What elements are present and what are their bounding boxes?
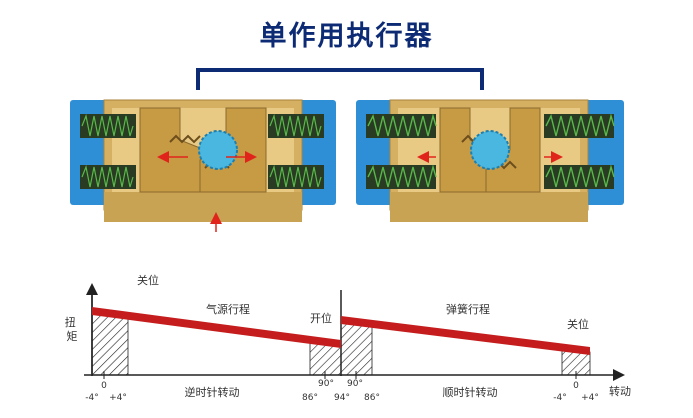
pinion-gear	[198, 130, 238, 170]
tick-bottom-0: -4°	[85, 393, 98, 403]
hatch-zone-open-right	[340, 319, 373, 376]
springs-left-side	[80, 113, 136, 189]
diagram-title: 单作用执行器	[259, 21, 434, 52]
tick-bottom-4: 86°	[364, 393, 380, 403]
tick-bottom-1: +4°	[109, 393, 127, 403]
body-base	[390, 192, 588, 222]
label-spring-stroke: 弹簧行程	[446, 302, 490, 316]
springs-right-side	[268, 113, 324, 189]
tick-top-2: 90°	[347, 379, 363, 389]
torque-graph: 关位 气源行程 开位 弹簧行程 关位 扭 矩 0 90° 90° 0 -4° +…	[65, 273, 631, 403]
label-cw: 顺时针转动	[443, 385, 498, 399]
tick-bottom-3: 94°	[334, 393, 350, 403]
y-axis-label: 扭 矩	[65, 315, 80, 343]
tick-bottom-5: -4°	[553, 393, 566, 403]
label-air-stroke: 气源行程	[206, 302, 250, 316]
tick-top-0: 0	[101, 381, 107, 391]
title-bracket	[196, 68, 484, 90]
tick-bottom-6: +4°	[581, 393, 599, 403]
actuator-right	[356, 99, 624, 222]
springs-left-side	[366, 113, 437, 189]
label-ccw: 逆时针转动	[185, 385, 240, 399]
left-rack	[169, 134, 201, 144]
tick-top-3: 0	[573, 381, 579, 391]
label-open: 开位	[310, 311, 332, 325]
pinion-gear	[470, 130, 510, 170]
tick-top-1: 90°	[318, 379, 334, 389]
springs-right-side	[544, 113, 615, 189]
body-base	[104, 192, 302, 222]
x-axis-label: 转动	[609, 384, 631, 398]
hatch-zone-closed-start	[91, 311, 129, 376]
spring-stroke-band	[341, 316, 590, 355]
label-closed-end: 关位	[567, 317, 589, 331]
actuator-left	[70, 99, 336, 232]
tick-bottom-2: 86°	[302, 393, 318, 403]
label-closed-start: 关位	[137, 273, 159, 287]
air-stroke-band	[92, 307, 341, 348]
